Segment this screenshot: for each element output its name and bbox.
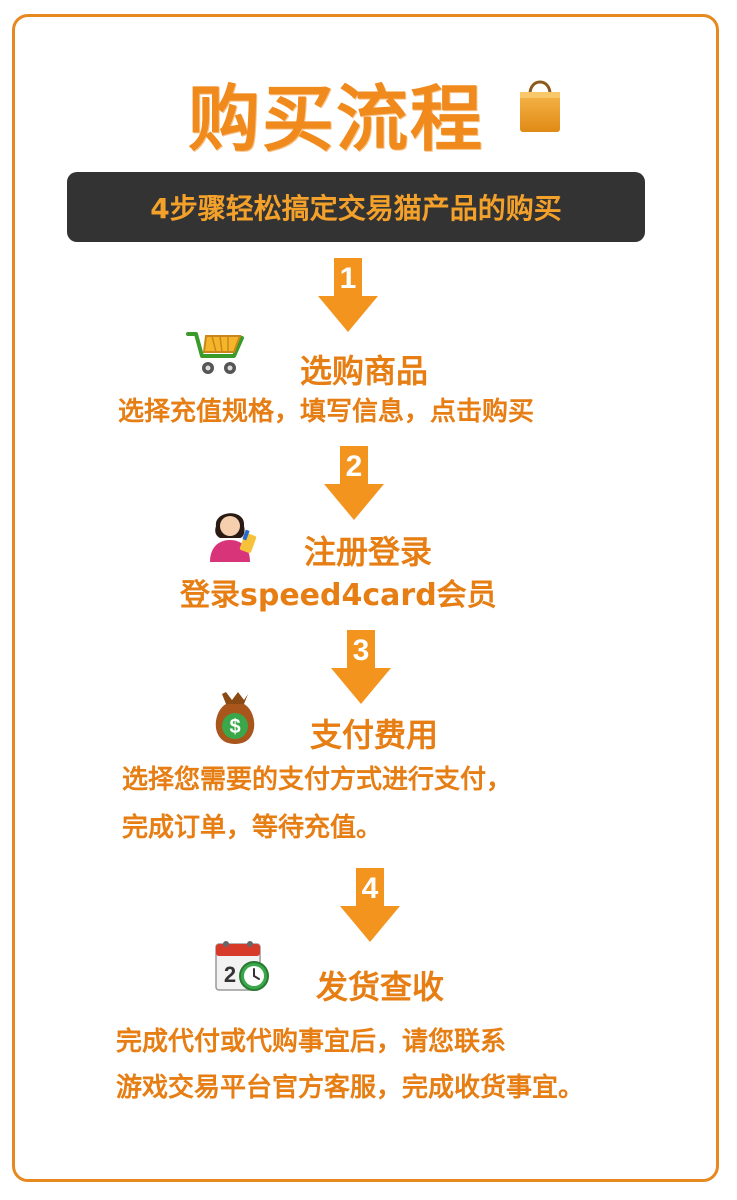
step-3-title: 支付费用 — [310, 716, 439, 754]
step-2-arrow: 2 — [322, 446, 386, 520]
step-1-desc-line1: 选择充值规格，填写信息，点击购买 — [118, 397, 535, 427]
money-bag-icon: $ — [208, 688, 262, 746]
step-4-desc-line1: 完成代付或代购事宜后，请您联系 — [116, 1027, 507, 1057]
step-1-number: 1 — [339, 262, 357, 295]
step-3-desc-line1: 选择您需要的支付方式进行支付， — [122, 765, 513, 795]
subtitle-banner: 4步骤轻松搞定交易猫产品的购买 — [67, 172, 645, 242]
shopping-cart-icon — [186, 326, 248, 378]
svg-text:2: 2 — [224, 962, 236, 987]
subtitle-text: 4步骤轻松搞定交易猫产品的购买 — [150, 192, 562, 225]
step-2-title: 注册登录 — [304, 533, 433, 571]
step-4-number: 4 — [361, 872, 379, 905]
step-3-arrow: 3 — [329, 630, 393, 704]
user-avatar-icon — [206, 504, 260, 562]
step-2-desc-line1: 登录speed4card会员 — [180, 578, 497, 613]
step-4-title: 发货查收 — [316, 968, 445, 1006]
step-4-desc-line2: 游戏交易平台官方客服，完成收货事宜。 — [116, 1073, 585, 1103]
calendar-clock-icon: 2 — [214, 938, 274, 996]
step-3-number: 3 — [352, 634, 370, 667]
step-1-arrow: 1 — [316, 258, 380, 332]
step-4-arrow: 4 — [338, 868, 402, 942]
step-3-desc-line2: 完成订单，等待充值。 — [122, 813, 383, 843]
step-2-number: 2 — [345, 450, 363, 483]
page-title: 购买流程 — [188, 77, 485, 161]
svg-text:$: $ — [229, 716, 240, 738]
shopping-bag-icon — [516, 72, 564, 138]
step-1-title: 选购商品 — [300, 352, 429, 390]
